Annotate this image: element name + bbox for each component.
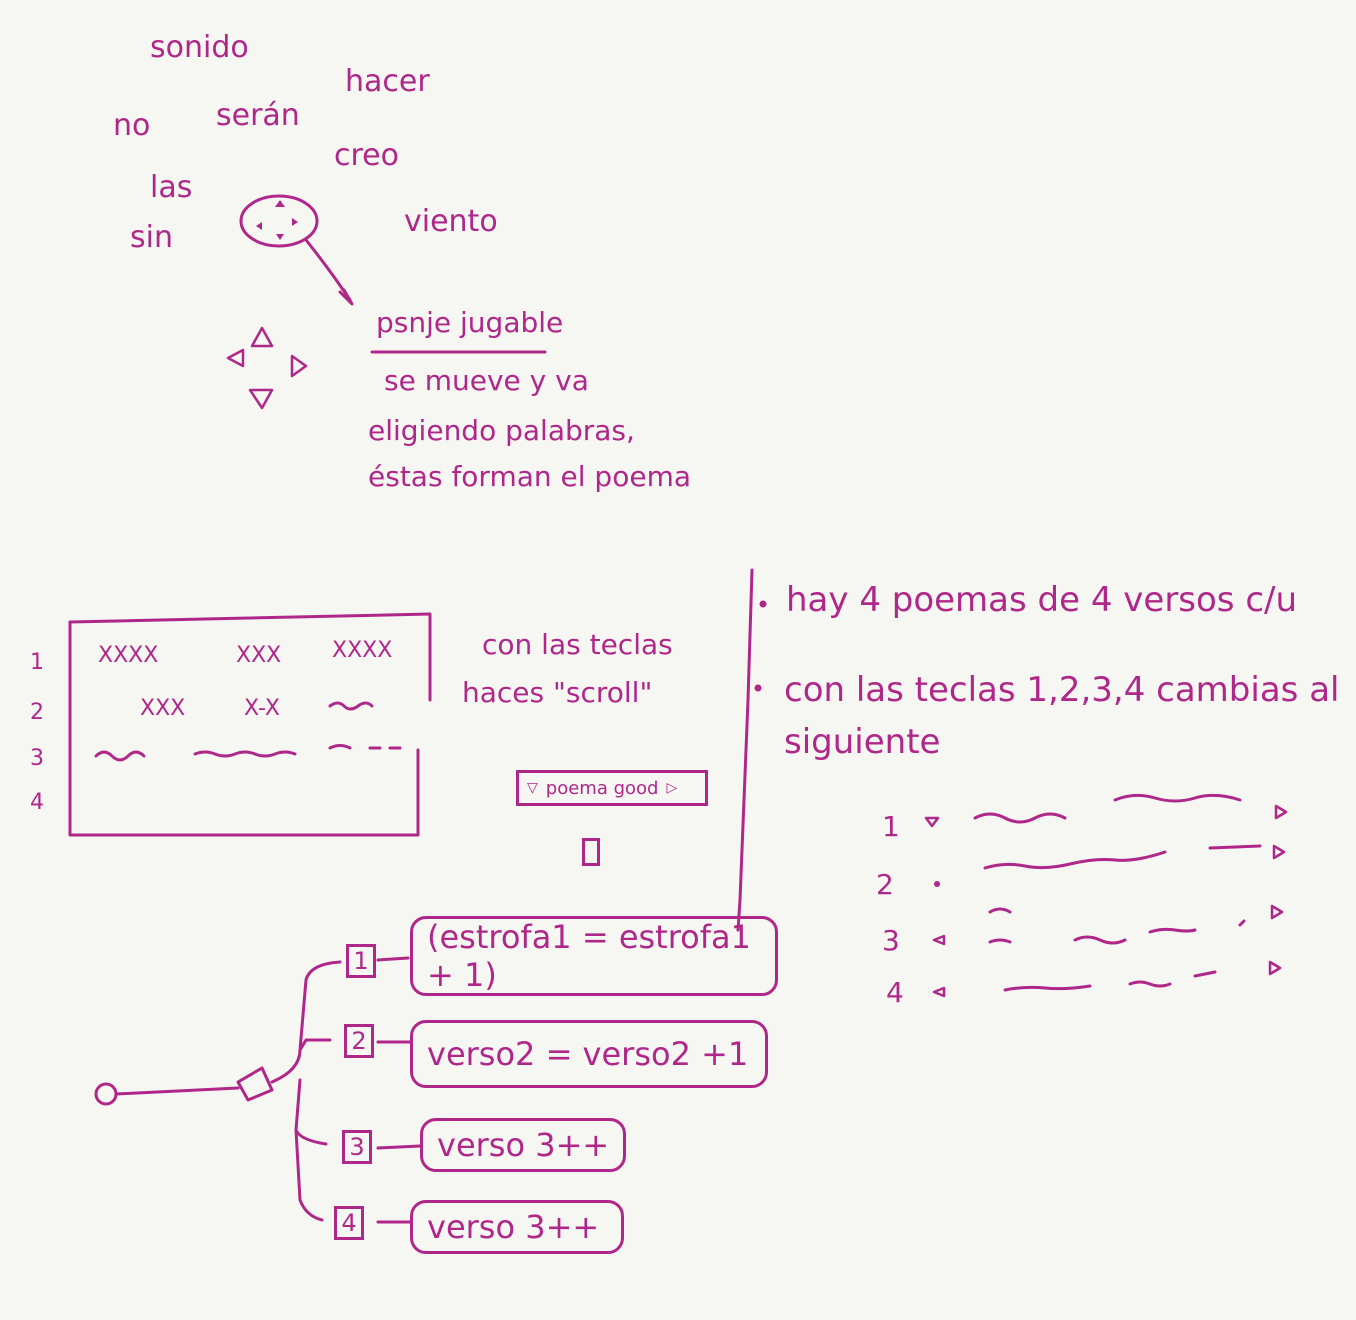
poema-good-button[interactable]: ▽ poema good ▷ bbox=[516, 770, 708, 806]
word-sin: sin bbox=[130, 220, 173, 255]
verse-number-1: 1 bbox=[882, 810, 900, 843]
note-2: con las teclas 1,2,3,4 cambias al siguie… bbox=[784, 670, 1340, 762]
action-verso2: verso2 = verso2 +1 bbox=[410, 1020, 768, 1088]
word-viento: viento bbox=[404, 204, 498, 239]
word-sonido: sonido bbox=[150, 30, 249, 65]
verse2-left-marker bbox=[934, 881, 940, 887]
verse-number-2: 2 bbox=[876, 868, 894, 901]
down-triangle-icon: ▽ bbox=[527, 780, 538, 796]
circle-right-icon bbox=[292, 218, 298, 226]
note1-bullet bbox=[759, 600, 767, 608]
panel-row-number-3: 3 bbox=[30, 746, 44, 771]
key-2-box: 2 bbox=[344, 1024, 374, 1058]
action-estrofa1: (estrofa1 = estrofa1 + 1) bbox=[410, 916, 778, 996]
verse3-left-marker bbox=[932, 934, 946, 946]
panel-row1-word-3: XXXX bbox=[332, 638, 393, 663]
word-hacer: hacer bbox=[345, 64, 430, 99]
panel-row-number-4: 4 bbox=[30, 790, 44, 815]
circle-left-icon bbox=[256, 222, 262, 230]
character-label: psnje jugable bbox=[376, 306, 564, 339]
verse2-right-marker bbox=[1272, 844, 1286, 860]
page-icon bbox=[582, 838, 600, 866]
panel-row2-word-2: X-X bbox=[244, 696, 280, 721]
character-desc-line-2: eligiendo palabras, bbox=[368, 414, 635, 447]
key-4-box: 4 bbox=[334, 1206, 364, 1240]
key-1-box: 1 bbox=[346, 944, 376, 978]
verse4-right-marker bbox=[1268, 960, 1282, 976]
action-verso3-a: verso 3++ bbox=[420, 1118, 626, 1172]
key-3-box: 3 bbox=[342, 1130, 372, 1164]
panel-row1-word-2: XXX bbox=[236, 643, 282, 668]
word-las: las bbox=[150, 170, 193, 205]
down-arrow-icon bbox=[248, 388, 274, 410]
action-verso3-b: verso 3++ bbox=[410, 1200, 624, 1254]
right-arrow-icon bbox=[290, 354, 308, 378]
divider-line bbox=[736, 568, 754, 932]
note-1: hay 4 poemas de 4 versos c/u bbox=[786, 580, 1298, 620]
word-creo: creo bbox=[334, 138, 399, 173]
panel-row-number-1: 1 bbox=[30, 650, 44, 675]
verse3-right-marker bbox=[1270, 904, 1284, 920]
poema-good-label: poema good bbox=[545, 777, 659, 799]
word-seran: serán bbox=[216, 98, 300, 133]
panel-row-number-2: 2 bbox=[30, 700, 44, 725]
character-desc-line-1: se mueve y va bbox=[384, 364, 589, 397]
panel-row2-word-1: XXX bbox=[140, 696, 186, 721]
player-character-circle bbox=[239, 194, 319, 248]
verse1-right-marker bbox=[1274, 804, 1288, 820]
scroll-note-line-2: haces "scroll" bbox=[462, 676, 653, 709]
circle-up-icon bbox=[275, 200, 285, 207]
start-node bbox=[94, 1082, 118, 1106]
circle-down-icon bbox=[276, 234, 284, 240]
router-node bbox=[236, 1066, 274, 1102]
verse4-left-marker bbox=[932, 986, 946, 998]
scroll-note-line-1: con las teclas bbox=[482, 628, 673, 661]
note2-bullet bbox=[754, 684, 762, 692]
word-no: no bbox=[113, 108, 151, 143]
character-desc-line-3: éstas forman el poema bbox=[368, 460, 691, 493]
verse-number-3: 3 bbox=[882, 924, 900, 957]
up-arrow-icon bbox=[250, 326, 274, 348]
panel-row1-word-1: XXXX bbox=[98, 643, 159, 668]
verse1-left-marker bbox=[924, 816, 940, 828]
right-triangle-icon: ▷ bbox=[666, 780, 678, 796]
poem-panel-frame bbox=[68, 612, 432, 837]
verse-number-4: 4 bbox=[886, 976, 904, 1009]
left-arrow-icon bbox=[226, 348, 245, 368]
